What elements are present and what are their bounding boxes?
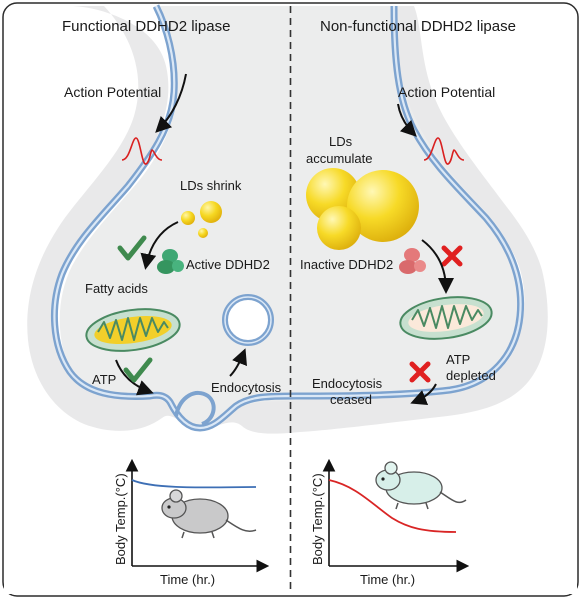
left-action-potential-spike-icon <box>121 137 163 165</box>
right-action-potential-spike-icon <box>423 137 465 165</box>
active-ddhd2-enzyme-icon <box>157 249 184 274</box>
membrane-inner-line <box>53 5 522 430</box>
right-action-potential-label: Action Potential <box>398 84 495 100</box>
right-graph-ylabel: Body Temp.(°C) <box>310 473 325 565</box>
right-atp-label-line2: depleted <box>446 368 496 383</box>
left-graph-xlabel: Time (hr.) <box>160 572 215 587</box>
left-atp-arrow <box>115 359 154 396</box>
right-endocytosis-label-line2: ceased <box>330 392 372 407</box>
right-atp-arrow <box>410 383 437 405</box>
left-lipid-droplet <box>198 228 208 238</box>
left-atp-checkmark-icon <box>123 357 153 383</box>
right-atp-cross-icon <box>409 361 431 383</box>
left-action-potential-label: Action Potential <box>64 84 161 100</box>
right-lds-label-line1: LDs <box>329 134 353 149</box>
left-enzyme-label: Active DDHD2 <box>186 257 270 272</box>
left-lipid-droplet <box>181 211 195 225</box>
left-temperature-graph: Body Temp.(°C) Time (hr.) <box>113 458 270 587</box>
left-fatty-acids-label: Fatty acids <box>85 281 148 296</box>
right-enzyme-label: Inactive DDHD2 <box>300 257 393 272</box>
left-checkmark-icon <box>117 235 147 261</box>
right-mitochondrion-icon <box>399 296 493 340</box>
right-mouse-icon <box>375 461 467 510</box>
right-lipolysis-arrow <box>421 239 454 294</box>
left-lipid-droplet <box>200 201 222 223</box>
vesicle-icon <box>222 294 274 346</box>
right-action-potential-arrow <box>397 103 417 137</box>
left-action-potential-arrow <box>155 73 187 133</box>
left-title: Functional DDHD2 lipase <box>62 18 230 35</box>
left-graph-ylabel: Body Temp.(°C) <box>113 473 128 565</box>
left-mitochondrion-icon <box>85 308 181 352</box>
right-lipid-droplet <box>317 206 361 250</box>
left-lipolysis-arrow <box>140 221 179 270</box>
right-endocytosis-label-line1: Endocytosis <box>312 376 383 391</box>
left-lds-label: LDs shrink <box>180 178 242 193</box>
left-endocytosis-arrow <box>229 348 247 377</box>
left-endocytosis-label: Endocytosis <box>211 380 282 395</box>
right-temperature-curve <box>328 479 457 533</box>
right-enzyme-cross-icon <box>441 245 463 267</box>
right-lipid-droplet <box>347 170 419 242</box>
synaptic-terminal <box>27 6 548 434</box>
right-temperature-graph: Body Temp.(°C) Time (hr.) <box>310 458 470 587</box>
endocytic-pit <box>174 390 216 426</box>
left-mouse-icon <box>161 489 257 539</box>
right-title: Non-functional DDHD2 lipase <box>320 18 516 35</box>
right-atp-label-line1: ATP <box>446 352 470 367</box>
inactive-ddhd2-enzyme-icon <box>399 248 426 274</box>
left-temperature-curve <box>131 479 257 489</box>
right-lds-label-line2: accumulate <box>306 151 372 166</box>
left-atp-label: ATP <box>92 372 116 387</box>
right-graph-xlabel: Time (hr.) <box>360 572 415 587</box>
